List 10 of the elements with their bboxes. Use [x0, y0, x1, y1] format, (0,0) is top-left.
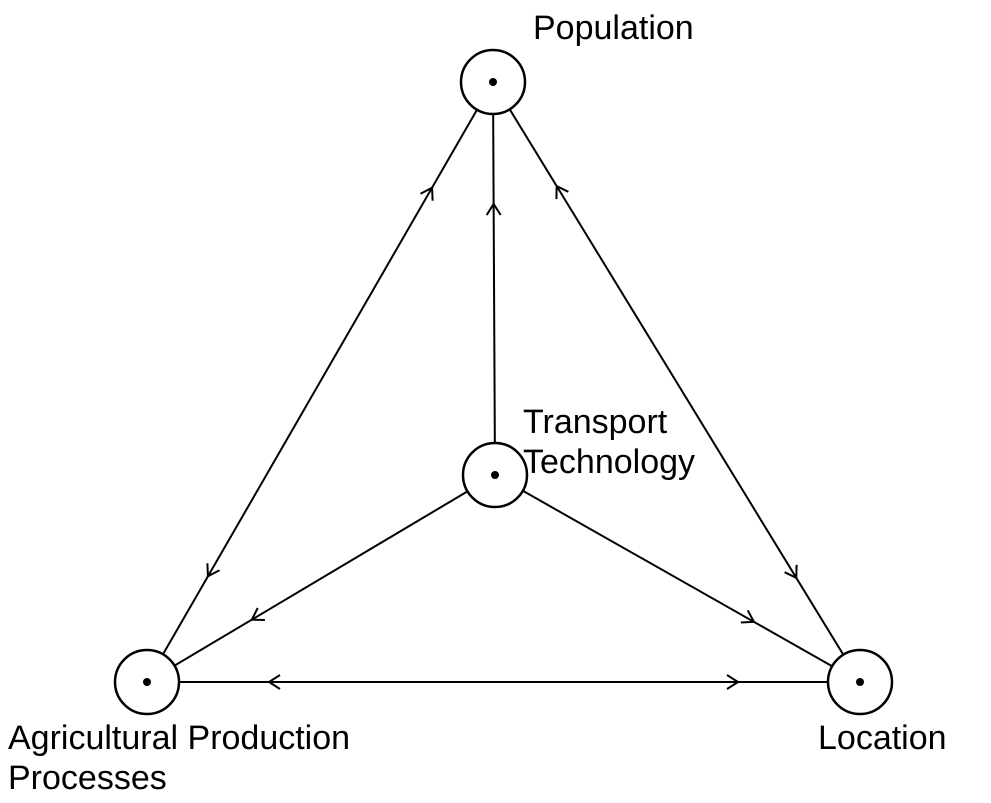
node-label: Agricultural Production Processes	[8, 718, 352, 798]
arrow	[508, 108, 844, 656]
node-label: Location	[818, 718, 948, 758]
node-label: Transport Technology	[523, 402, 696, 482]
arrow	[522, 490, 833, 668]
arrow	[179, 674, 828, 690]
arrow	[174, 490, 468, 666]
arrow	[162, 109, 478, 655]
node-label: Population	[533, 8, 695, 48]
arrow	[486, 114, 502, 443]
